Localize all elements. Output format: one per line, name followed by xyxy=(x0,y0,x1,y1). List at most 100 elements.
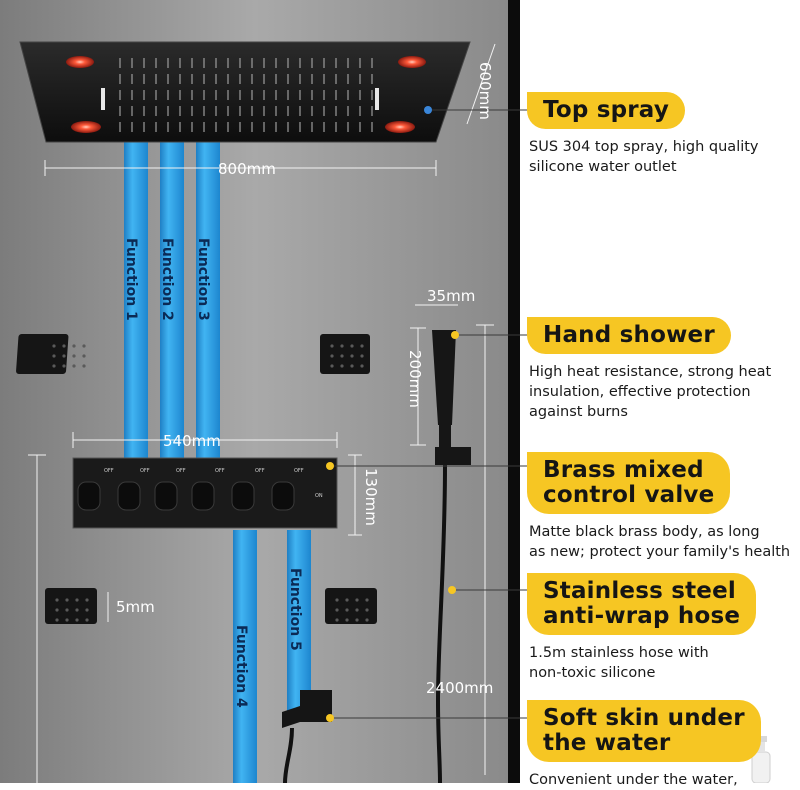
jet-hole xyxy=(350,364,354,368)
pipe-function-5 xyxy=(287,530,311,720)
jet-hole xyxy=(365,618,369,622)
function-label: Function 4 xyxy=(233,625,249,708)
jet-hole xyxy=(340,364,344,368)
jet-hole xyxy=(330,354,334,358)
jet-hole xyxy=(355,618,359,622)
jet-hole xyxy=(52,354,56,358)
feature-title: Stainless steel anti-wrap hose xyxy=(527,573,757,635)
water-pipes xyxy=(124,140,311,783)
jet-hole xyxy=(335,598,339,602)
dim-handshower-width: 35mm xyxy=(427,287,475,305)
valve-knob xyxy=(154,481,178,511)
feature-control-valve: Brass mixed control valve Matte black br… xyxy=(527,452,790,562)
led-light xyxy=(385,121,415,133)
valve-label: OFF xyxy=(104,468,114,474)
body-jets xyxy=(16,334,377,624)
dim-body-jet: 5mm xyxy=(116,598,155,616)
top-spray-panel xyxy=(19,41,471,143)
wall-edge xyxy=(508,0,520,783)
jet-hole xyxy=(360,344,364,348)
pipe-function-3 xyxy=(196,140,220,460)
leader-dots xyxy=(326,106,459,722)
valve-knob xyxy=(77,481,101,511)
jet-hole xyxy=(85,608,89,612)
info-panel-background xyxy=(520,0,800,783)
feature-title: Brass mixed control valve xyxy=(527,452,731,514)
dim-valve-width: 540mm xyxy=(163,432,221,450)
valve-knob xyxy=(271,481,295,511)
dim-top-width: 800mm xyxy=(218,160,276,178)
jet-hole xyxy=(82,354,86,358)
jet-hole xyxy=(75,618,79,622)
valve-label: OFF xyxy=(215,468,225,474)
tub-spout xyxy=(282,690,332,783)
jet-hole xyxy=(52,344,56,348)
feature-hose: Stainless steel anti-wrap hose 1.5m stai… xyxy=(527,573,757,683)
jet-hole xyxy=(330,344,334,348)
jet-hole xyxy=(72,354,76,358)
jet-hole xyxy=(330,364,334,368)
feature-desc: Convenient under the water, xyxy=(529,772,738,788)
jet-hole xyxy=(335,618,339,622)
valve-label: OFF xyxy=(255,468,265,474)
feature-title: Soft skin under the water xyxy=(527,700,761,762)
valve-knob xyxy=(191,481,215,511)
jet-hole xyxy=(85,598,89,602)
jet-hole xyxy=(365,598,369,602)
soap-bottle-icon xyxy=(751,736,771,783)
dim-top-depth: 600mm xyxy=(476,62,494,120)
jet-hole xyxy=(340,344,344,348)
body-jet xyxy=(325,588,377,624)
jet-hole xyxy=(72,344,76,348)
function-label: Function 5 xyxy=(287,568,303,651)
valve-knob xyxy=(231,481,255,511)
jet-hole xyxy=(52,364,56,368)
led-light xyxy=(66,56,94,68)
jet-hole xyxy=(62,364,66,368)
function-label: Function 3 xyxy=(195,238,211,321)
jet-hole xyxy=(82,344,86,348)
body-jet xyxy=(320,334,370,374)
leader-lines xyxy=(330,109,527,719)
valve-label: OFF xyxy=(176,468,186,474)
feature-soft-skin: Soft skin under the water Convenient und… xyxy=(527,700,761,790)
valve-knobs xyxy=(77,481,295,511)
jet-hole xyxy=(360,354,364,358)
body-jet xyxy=(16,334,69,374)
jet-hole xyxy=(355,608,359,612)
jet-hole xyxy=(345,608,349,612)
jet-hole xyxy=(55,618,59,622)
jet-hole xyxy=(350,344,354,348)
jet-hole xyxy=(82,364,86,368)
feature-desc: SUS 304 top spray, high quality silicone… xyxy=(529,139,759,175)
jet-hole xyxy=(350,354,354,358)
waterfall-outlet xyxy=(375,88,379,110)
jet-hole xyxy=(365,608,369,612)
body-jet xyxy=(45,588,97,624)
jet-hole xyxy=(335,608,339,612)
feature-title: Hand shower xyxy=(527,317,731,354)
valve-knob xyxy=(117,481,141,511)
led-light xyxy=(398,56,426,68)
feature-desc: Matte black brass body, as long as new; … xyxy=(529,524,791,560)
jet-hole xyxy=(55,598,59,602)
hand-shower xyxy=(432,330,471,783)
dim-valve-height: 130mm xyxy=(362,468,380,526)
spray-nozzles xyxy=(119,58,373,132)
feature-hand-shower: Hand shower High heat resistance, strong… xyxy=(527,317,771,422)
pipe-function-2 xyxy=(160,140,184,460)
jet-hole xyxy=(62,354,66,358)
dimension-lines xyxy=(28,43,496,783)
jet-hole xyxy=(65,618,69,622)
pipe-function-1 xyxy=(124,140,148,460)
valve-label: OFF xyxy=(294,468,304,474)
control-valve xyxy=(72,457,338,529)
dim-handshower-height: 200mm xyxy=(406,350,424,408)
jet-hole xyxy=(75,608,79,612)
pipe-function-4 xyxy=(233,530,257,783)
jet-hole xyxy=(355,598,359,602)
valve-label: OFF xyxy=(140,468,150,474)
jet-hole xyxy=(62,344,66,348)
jet-hole xyxy=(75,598,79,602)
